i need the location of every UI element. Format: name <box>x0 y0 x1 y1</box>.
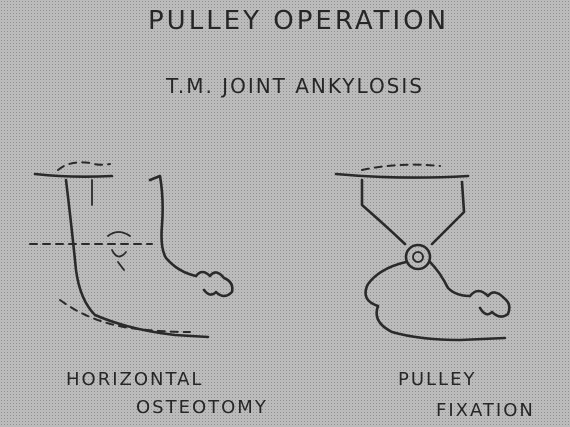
osteotomy-site-marking <box>108 232 130 270</box>
right-fossa-right-wall <box>432 182 464 244</box>
diagram-subtitle: T.M. JOINT ANKYLOSIS <box>166 74 424 98</box>
left-ramus-posterior-border <box>66 180 208 337</box>
left-molar-teeth <box>196 272 232 296</box>
left-ramus-anterior-border <box>150 176 196 276</box>
right-caption-line1: PULLEY <box>398 369 476 390</box>
left-caption-line1: HORIZONTAL <box>66 369 203 390</box>
right-condyle-cap <box>336 174 468 178</box>
left-fossa-dashed-outline <box>58 162 110 170</box>
left-lower-border-dashed <box>60 300 190 332</box>
right-caption-line2: FIXATION <box>436 400 535 421</box>
right-molar-teeth <box>470 291 509 317</box>
right-mandible-body <box>366 262 505 340</box>
left-mandible-sketch <box>30 162 232 337</box>
left-caption-line2: OSTEOTOMY <box>136 397 268 418</box>
right-ramus-inner-border <box>430 262 470 296</box>
right-fossa-left-wall <box>362 180 405 244</box>
left-condyle-cap <box>35 174 112 177</box>
pulley-wheel <box>406 245 430 269</box>
right-mandible-sketch <box>336 165 509 340</box>
right-fossa-dashed-outline <box>362 165 440 170</box>
pulley-axle <box>413 252 423 262</box>
diagram-title: PULLEY OPERATION <box>148 6 449 36</box>
